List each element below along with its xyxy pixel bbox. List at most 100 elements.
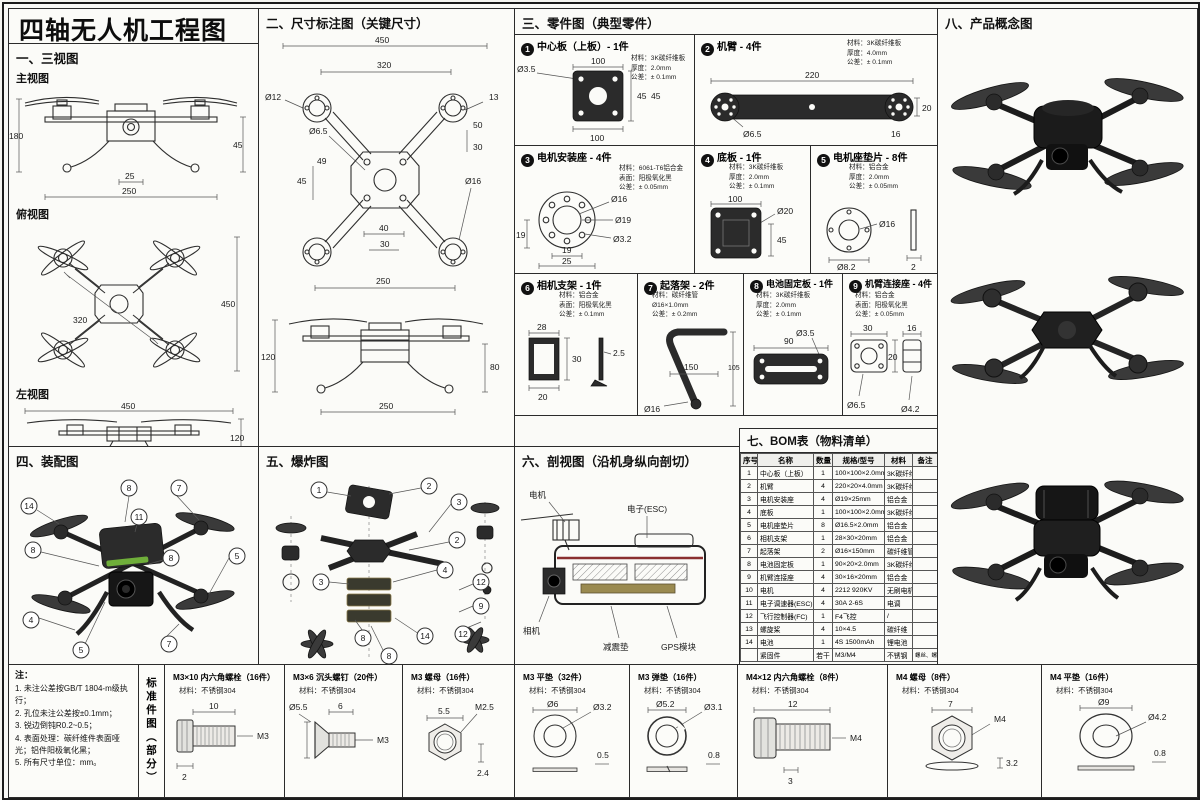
bom-cell: 底板 xyxy=(757,505,814,519)
part-spec: 厚度：2.0mm xyxy=(849,173,889,181)
section-view-heading: 六、剖视图（沿机身纵向剖切） xyxy=(522,455,698,469)
dim-label: Ø6.5 xyxy=(309,126,328,136)
left-view-label: 左视图 xyxy=(16,389,49,401)
part-number-badge: 8 xyxy=(750,280,763,293)
fastener-m4x12-bolt: M4×12 内六角螺栓（8件） 材料：不锈钢304 12 M4 3 xyxy=(737,664,888,798)
bom-cell: 100×100×2.0mm xyxy=(832,466,885,480)
dim-label: 50 xyxy=(473,120,483,130)
note-item: 1. 未注公差按GB/T 1804-m级执行； xyxy=(15,683,128,706)
dim-label: 105 xyxy=(728,365,740,372)
part-drawing-bottom-plate: 100 Ø20 45 xyxy=(710,196,793,259)
bom-cell: 碳纤维 xyxy=(884,622,913,636)
bom-cell: 4 xyxy=(813,479,833,493)
part-number-badge: 9 xyxy=(849,280,862,293)
part-name: 相机支架 - 1件 xyxy=(537,281,602,292)
dim-label: 2.4 xyxy=(477,768,489,778)
bom-cell: 3 xyxy=(740,492,758,506)
bom-cell: 9 xyxy=(740,570,758,584)
bolt-drawing: 12 M4 3 xyxy=(753,699,862,786)
bom-cell: M3/M4 xyxy=(832,648,885,662)
balloon: 3 xyxy=(319,577,324,587)
section-label: GPS模块 xyxy=(661,642,696,652)
dim-label: 20 xyxy=(922,103,932,113)
bom-cell xyxy=(912,531,938,545)
bom-cell: F4飞控 xyxy=(832,609,885,623)
bom-cell xyxy=(912,557,938,571)
dim-label: 40 xyxy=(379,223,389,233)
bom-header-cell: 名称 xyxy=(757,453,814,467)
bom-cell: 12 xyxy=(740,609,758,623)
balloon: 3 xyxy=(457,497,462,507)
part-drawing-landing-gear: 150 105 Ø16 xyxy=(644,328,740,414)
part-spec: 公差：± 0.1mm xyxy=(559,311,605,319)
bom-cell: 1 xyxy=(813,557,833,571)
dimension-bottom-drawing: 120 80 250 xyxy=(261,318,500,415)
bom-cell: 3K碳纤维 xyxy=(884,505,913,519)
dim-label: Ø4.2 xyxy=(1148,712,1167,722)
dim-label: Ø9 xyxy=(1098,697,1110,707)
parts-heading: 三、零件图（典型零件） xyxy=(522,17,660,31)
section-view-drawing: 电机 电子(ESC) 相机 减震垫 GPS模块 xyxy=(520,490,706,652)
part-drawing-camera-bracket: 28 30 20 2.5 xyxy=(528,324,625,402)
part-name: 底板 - 1件 xyxy=(717,153,762,164)
dim-label: 250 xyxy=(376,276,390,286)
part-spec: 材料：铝合金 xyxy=(849,164,889,171)
bom-cell: 2 xyxy=(740,479,758,493)
panel-dimensions: 二、尺寸标注图（关键尺寸） xyxy=(258,8,515,447)
bom-cell xyxy=(912,570,938,584)
dim-label: 220 xyxy=(805,71,819,80)
bom-cell: 碳纤维管 xyxy=(884,544,913,558)
bom-cell: Ø16×150mm xyxy=(832,544,885,558)
bom-table-body: 1中心板（上板）1100×100×2.0mm3K碳纤维2机臂4220×20×4.… xyxy=(740,466,938,662)
dim-label: Ø6.5 xyxy=(743,129,762,139)
part-number-badge: 5 xyxy=(817,154,830,167)
exploded-drawing: 1 2 3 2 4 3 12 9 8 8 14 12 xyxy=(275,477,500,664)
dim-label: 10 xyxy=(209,701,219,711)
bom-cell: 2 xyxy=(813,544,833,558)
bom-cell: 3K碳纤维 xyxy=(884,466,913,480)
dim-label: 250 xyxy=(122,186,136,196)
dim-label: 30 xyxy=(380,239,390,249)
bom-cell: 5 xyxy=(740,518,758,532)
dim-label: Ø5.2 xyxy=(656,699,675,709)
part-name: 电池固定板 - 1件 xyxy=(766,279,834,289)
dim-label: 2 xyxy=(182,772,187,782)
balloon: 14 xyxy=(420,631,430,641)
bom-cell xyxy=(912,505,938,519)
flat-washer-drawing: Ø6 Ø3.2 0.5 xyxy=(532,699,612,772)
part-number-badge: 3 xyxy=(521,154,534,167)
bom-cell: / xyxy=(884,609,913,623)
dim-label: 6 xyxy=(338,701,343,711)
balloon: 12 xyxy=(476,577,486,587)
dim-label: 45 xyxy=(637,91,647,101)
concept-renders xyxy=(950,78,1184,602)
dim-label: 28 xyxy=(537,324,547,332)
part-number-badge: 7 xyxy=(644,282,657,295)
notes-title: 注： xyxy=(15,670,34,680)
part-spec: 公差：± 0.2mm xyxy=(652,311,698,319)
dim-label: Ø3.5 xyxy=(517,64,536,74)
part-spec: 公差：± 0.05mm xyxy=(849,183,899,191)
part-spec: 公差：± 0.1mm xyxy=(729,183,775,191)
bom-cell: 10 xyxy=(740,583,758,597)
dim-label: 100 xyxy=(590,133,604,143)
dim-label: 90 xyxy=(784,336,794,346)
bom-cell xyxy=(912,466,938,480)
bom-cell: Ø19×25mm xyxy=(832,492,885,506)
dim-label: 19 xyxy=(562,245,572,255)
dim-label: 49 xyxy=(317,156,327,166)
part-spec: 厚度：2.0mm xyxy=(756,301,796,309)
balloon: 8 xyxy=(361,633,366,643)
bom-cell: 电调 xyxy=(884,596,913,610)
dim-label: 19 xyxy=(516,230,526,240)
bom-header-cell: 规格/型号 xyxy=(832,453,885,467)
note-item: 2. 孔位未注公差按±0.1mm； xyxy=(15,708,117,718)
bom-cell xyxy=(912,544,938,558)
